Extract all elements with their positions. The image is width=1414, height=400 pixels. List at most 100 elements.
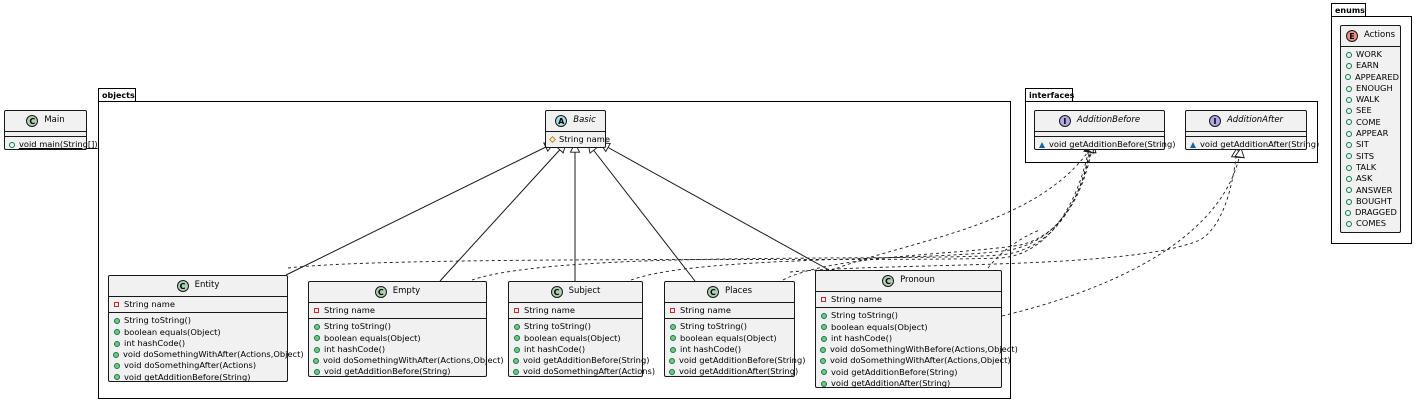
class-name: Subject — [568, 286, 601, 297]
public-method-icon — [9, 141, 15, 148]
private-field-icon — [820, 297, 827, 303]
public-method-icon — [513, 369, 519, 376]
field: String name — [124, 299, 175, 309]
method: void getAdditionBefore(String) — [1049, 139, 1176, 149]
method: int hashCode() — [680, 343, 742, 354]
public-constant-icon — [1345, 187, 1352, 194]
public-method-icon — [313, 346, 320, 353]
protected-field-icon — [548, 136, 557, 144]
method: void doSomethingAfter(Actions) — [523, 366, 656, 377]
field: String name — [324, 305, 375, 315]
enum-constant: BOUGHT — [1356, 195, 1392, 206]
method: void main(String[]) — [19, 139, 98, 149]
public-method-icon — [669, 357, 675, 364]
edge-pronoun-implements-additionafter — [1001, 148, 1241, 317]
public-method-icon — [820, 346, 826, 353]
class-basic[interactable]: A Basic String name — [545, 110, 610, 148]
class-badge-icon: C — [374, 286, 387, 298]
public-method-icon — [669, 335, 676, 342]
public-method-icon — [820, 358, 826, 365]
enum-constant: SIT — [1356, 139, 1369, 150]
package-method-icon — [1190, 141, 1196, 148]
method: String toString() — [124, 315, 191, 326]
public-method-icon — [113, 351, 119, 358]
public-method-icon — [313, 357, 319, 364]
method: void getAdditionBefore(String) — [831, 366, 958, 377]
method: String toString() — [831, 310, 898, 321]
class-name: AdditionBefore — [1076, 115, 1141, 126]
method: boolean equals(Object) — [524, 332, 621, 343]
fields-section: String name — [816, 292, 1001, 309]
field: String name — [680, 305, 731, 315]
method: void doSomethingWithAfter(Actions,Object… — [830, 355, 1011, 366]
class-badge-icon: C — [26, 115, 39, 127]
fields-section: String name — [509, 303, 642, 320]
package-tab-enums: enums — [1331, 3, 1366, 17]
edge-pronoun-implements-additionbefore — [819, 143, 1094, 276]
class-name: Places — [724, 286, 753, 297]
public-method-icon — [113, 340, 120, 347]
package-tab-objects: objects — [98, 88, 136, 102]
edge-empty-extends-basic — [439, 143, 566, 282]
method: int hashCode() — [831, 332, 893, 343]
public-method-icon — [113, 363, 120, 370]
enum-constant: COME — [1356, 116, 1381, 127]
public-method-icon — [513, 335, 520, 342]
public-method-icon — [820, 324, 827, 331]
class-badge-icon: C — [882, 275, 895, 287]
method: boolean equals(Object) — [680, 332, 777, 343]
class-name: Pronoun — [900, 275, 935, 286]
method: String toString() — [680, 321, 747, 332]
public-method-icon — [513, 323, 520, 330]
methods-section: void getAdditionAfter(String) — [1186, 137, 1319, 152]
public-constant-icon — [1345, 119, 1352, 126]
public-constant-icon — [1345, 108, 1352, 115]
fields-section — [1035, 132, 1164, 137]
enum-constant: COMES — [1356, 218, 1386, 229]
constants-section: WORK EARN APPEARED ENOUGH WALK SEE COME … — [1341, 47, 1400, 233]
public-constant-icon — [1345, 130, 1352, 137]
fields-section: String name — [546, 132, 610, 147]
public-constant-icon — [1345, 221, 1352, 228]
interface-badge-icon: I — [1058, 115, 1071, 127]
enum-constant: DRAGGED — [1355, 207, 1397, 218]
class-name: Basic — [573, 115, 596, 126]
private-field-icon — [513, 308, 520, 314]
public-method-icon — [313, 323, 320, 330]
edge-places-implements-additionbefore — [782, 143, 1093, 281]
method: void doSomethingWithAfter(Actions,Object… — [123, 349, 304, 360]
public-method-icon — [513, 357, 519, 364]
enum-constant: WALK — [1356, 94, 1380, 105]
enum-constant: ANSWER — [1356, 184, 1393, 195]
method: void getAdditionAfter(String) — [1200, 139, 1320, 149]
public-constant-icon — [1345, 198, 1352, 205]
interface-badge-icon: I — [1208, 115, 1221, 127]
enum-constant: APPEAR — [1356, 128, 1389, 139]
public-constant-icon — [1345, 142, 1352, 149]
enum-constant: SITS — [1356, 150, 1375, 161]
public-method-icon — [669, 369, 675, 376]
interface-additionbefore[interactable]: I AdditionBefore void getAdditionBefore(S… — [1034, 110, 1175, 150]
public-method-icon — [820, 369, 827, 376]
edge-places-implements-additionafter — [789, 148, 1237, 273]
private-field-icon — [313, 308, 320, 314]
class-places[interactable]: C Places String name String toString() bo… — [664, 281, 805, 377]
method: boolean equals(Object) — [324, 332, 421, 343]
enum-constant: SEE — [1356, 105, 1372, 116]
class-badge-icon: C — [706, 286, 719, 298]
field: String name — [524, 305, 575, 315]
public-constant-icon — [1345, 62, 1352, 69]
abstract-badge-icon: A — [555, 115, 568, 127]
public-method-icon — [669, 323, 676, 330]
public-constant-icon — [1345, 96, 1352, 103]
fields-section: String name — [665, 303, 794, 320]
fields-section: String name — [309, 303, 486, 320]
public-constant-icon — [1345, 164, 1352, 171]
